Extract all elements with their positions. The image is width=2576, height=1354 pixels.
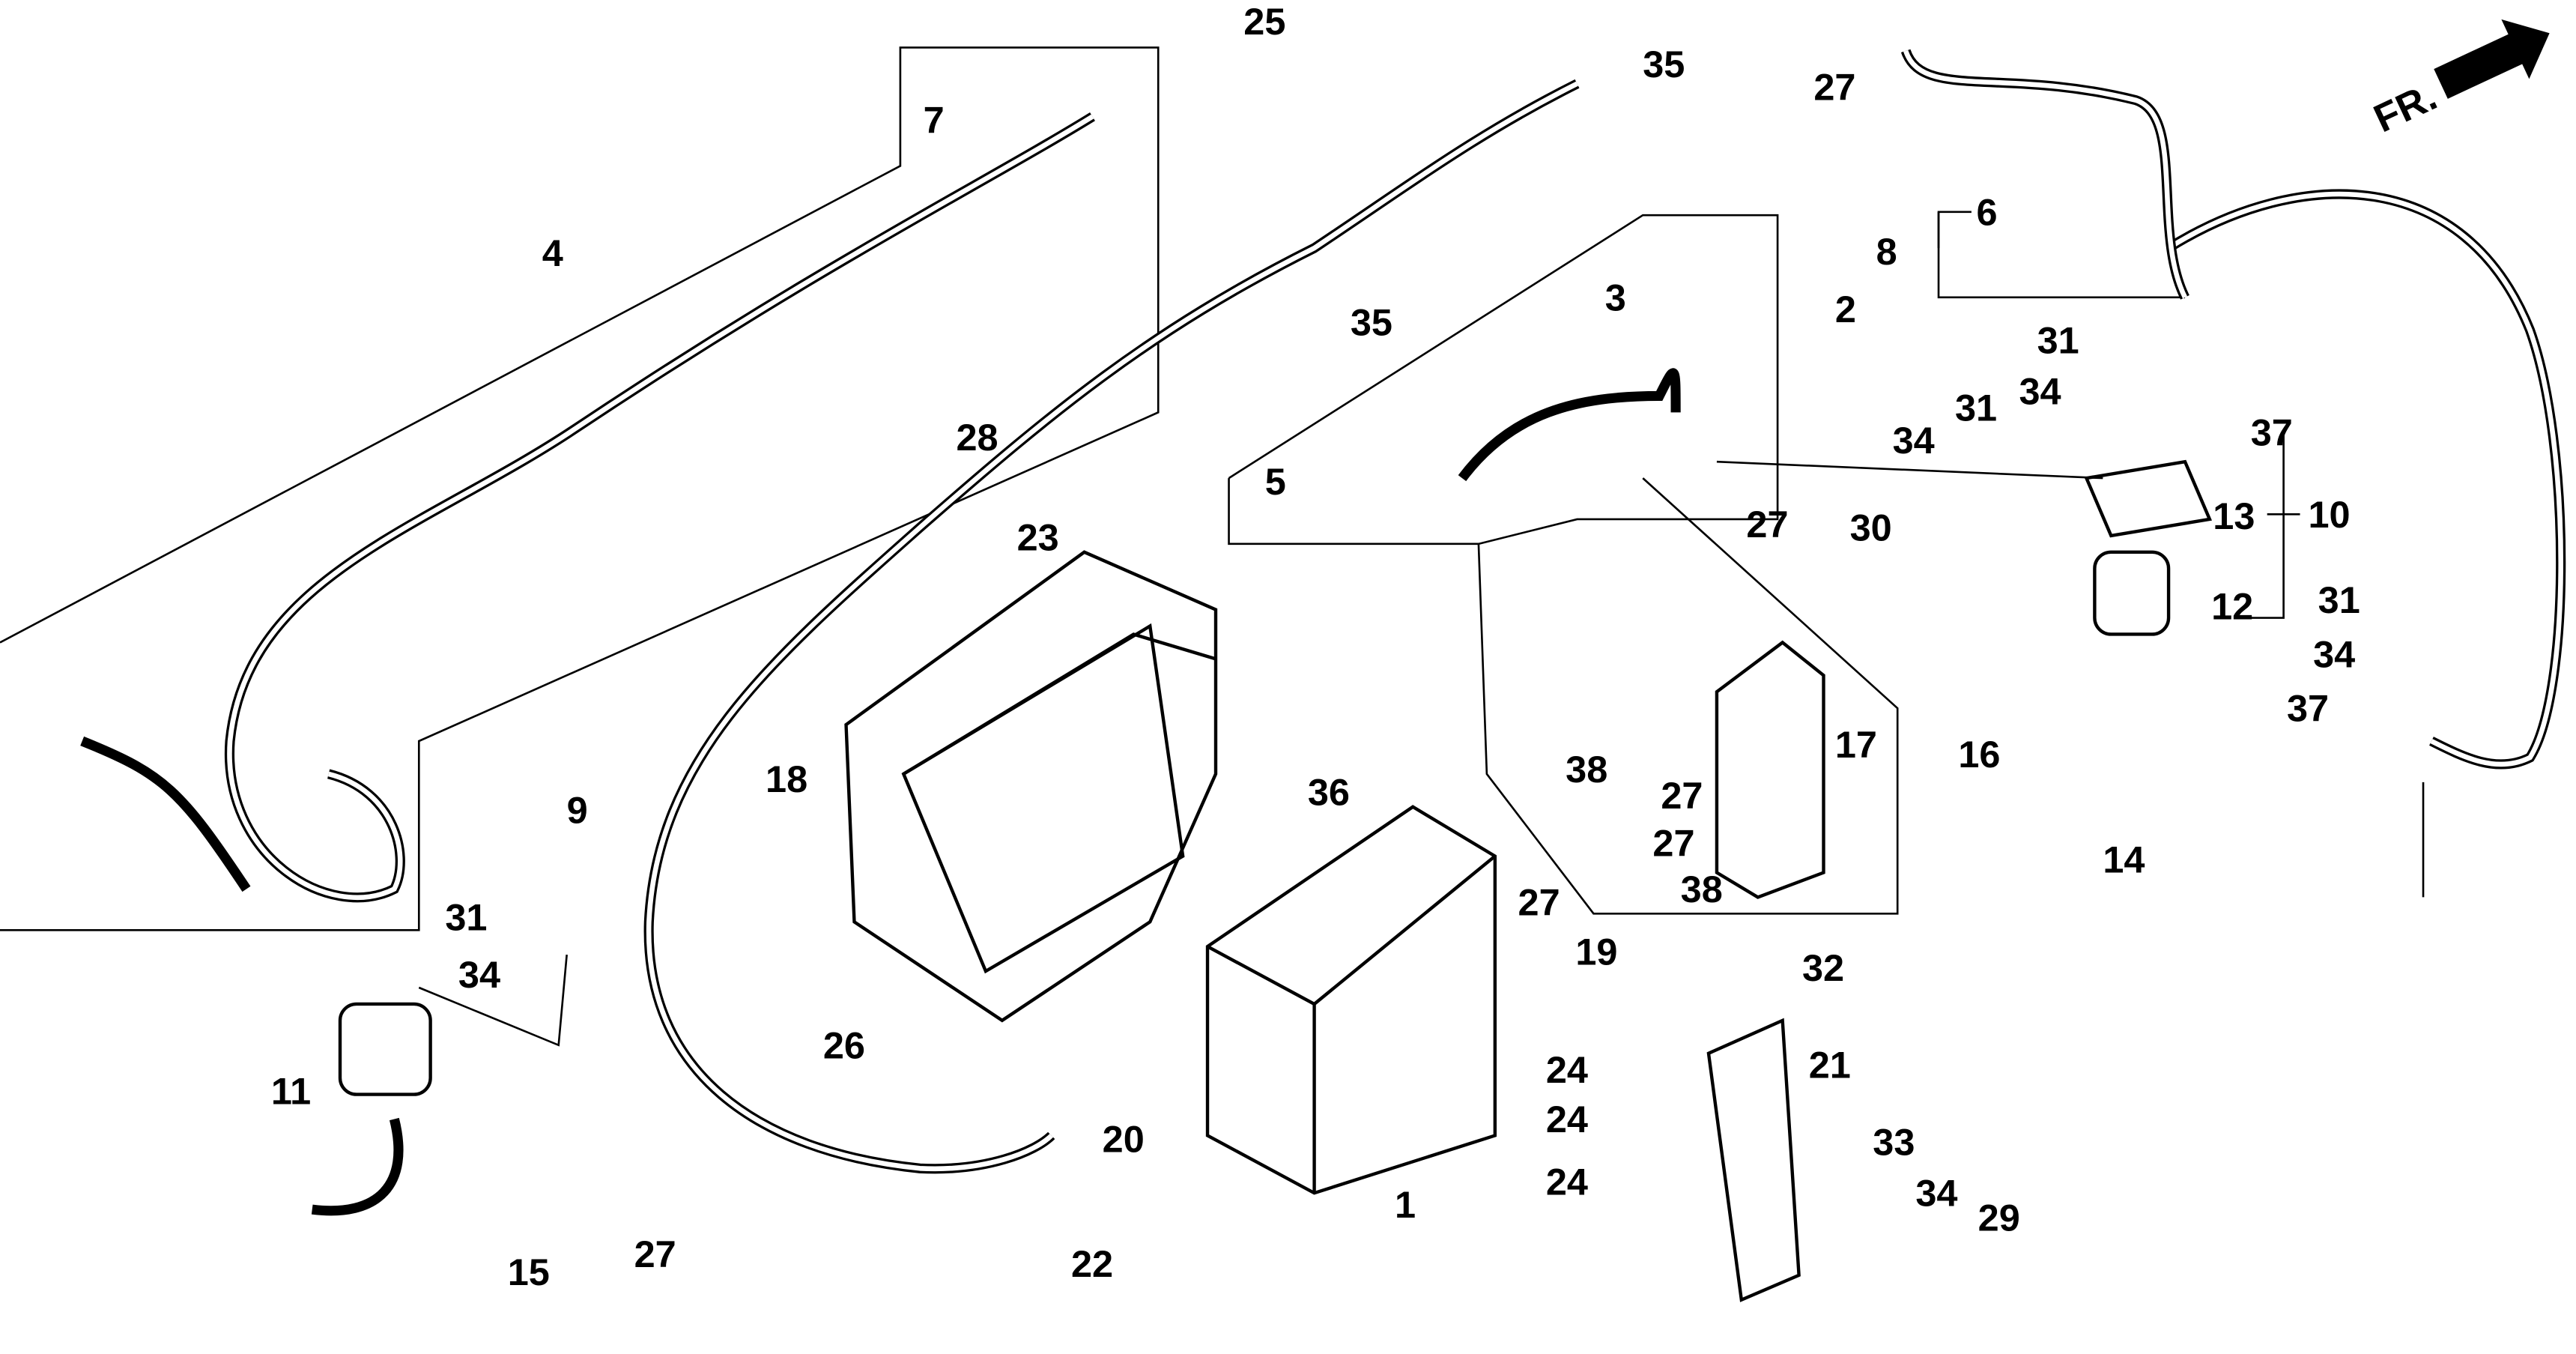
front-arrow: FR. xyxy=(2367,19,2550,141)
callout-34: 34 xyxy=(1915,1172,1957,1215)
callout-3: 3 xyxy=(1605,276,1626,318)
callout-19: 19 xyxy=(1575,930,1617,973)
group-outlines xyxy=(0,46,2425,1047)
callout-31: 31 xyxy=(2037,318,2079,361)
cables xyxy=(80,49,2566,1216)
battery-case xyxy=(844,550,1218,1023)
callout-27: 27 xyxy=(1746,503,1788,545)
callout-14: 14 xyxy=(2103,838,2145,880)
starter-relays xyxy=(338,459,2213,1096)
callout-20: 20 xyxy=(1103,1117,1145,1160)
callout-37: 37 xyxy=(2251,411,2293,453)
callout-38: 38 xyxy=(1566,748,1607,791)
callout-8: 8 xyxy=(1876,230,1897,273)
callout-18: 18 xyxy=(766,758,807,800)
battery xyxy=(1205,805,1497,1195)
callout-11: 11 xyxy=(271,1070,311,1113)
callout-28: 28 xyxy=(956,416,998,459)
callout-32: 32 xyxy=(1802,946,1844,989)
callout-24: 24 xyxy=(1546,1160,1588,1203)
callout-26: 26 xyxy=(823,1024,865,1066)
front-label: FR. xyxy=(2367,74,2443,141)
bracket-21 xyxy=(1706,1018,1801,1302)
callout-1: 1 xyxy=(1395,1183,1416,1226)
callout-5: 5 xyxy=(1265,460,1286,503)
callout-35: 35 xyxy=(1643,43,1685,85)
callout-37: 37 xyxy=(2287,687,2329,730)
fuse-box xyxy=(1715,640,1825,899)
callout-25: 25 xyxy=(1243,0,1285,43)
callout-27: 27 xyxy=(1652,822,1694,865)
callout-12: 12 xyxy=(2211,585,2253,628)
callout-7: 7 xyxy=(924,99,945,142)
callout-16: 16 xyxy=(1958,733,2000,776)
callout-6: 6 xyxy=(1976,190,1997,233)
callout-2: 2 xyxy=(1835,288,1856,330)
callout-24: 24 xyxy=(1546,1048,1588,1091)
callout-31: 31 xyxy=(1955,386,1997,429)
callout-27: 27 xyxy=(634,1233,676,1275)
callout-34: 34 xyxy=(2019,369,2061,412)
callout-10: 10 xyxy=(2309,493,2351,536)
callout-33: 33 xyxy=(1873,1121,1915,1164)
callout-9: 9 xyxy=(567,789,588,832)
callout-22: 22 xyxy=(1071,1242,1113,1285)
callout-34: 34 xyxy=(458,953,500,996)
callout-24: 24 xyxy=(1546,1098,1588,1140)
callout-30: 30 xyxy=(1850,506,1892,548)
callout-31: 31 xyxy=(2318,578,2360,621)
callout-27: 27 xyxy=(1661,774,1703,817)
callout-36: 36 xyxy=(1308,771,1350,814)
callout-34: 34 xyxy=(2313,632,2355,675)
callout-23: 23 xyxy=(1017,516,1059,559)
callout-15: 15 xyxy=(508,1251,550,1293)
callout-29: 29 xyxy=(1978,1197,2020,1239)
callout-17: 17 xyxy=(1835,723,1877,766)
callout-31: 31 xyxy=(445,895,487,938)
callout-34: 34 xyxy=(1893,419,1935,462)
callout-4: 4 xyxy=(542,232,563,274)
callout-21: 21 xyxy=(1809,1044,1851,1086)
callout-38: 38 xyxy=(1681,868,1723,910)
callout-35: 35 xyxy=(1351,300,1392,343)
callout-13: 13 xyxy=(2213,495,2255,537)
callout-27: 27 xyxy=(1813,66,1855,109)
callout-27: 27 xyxy=(1518,881,1560,924)
